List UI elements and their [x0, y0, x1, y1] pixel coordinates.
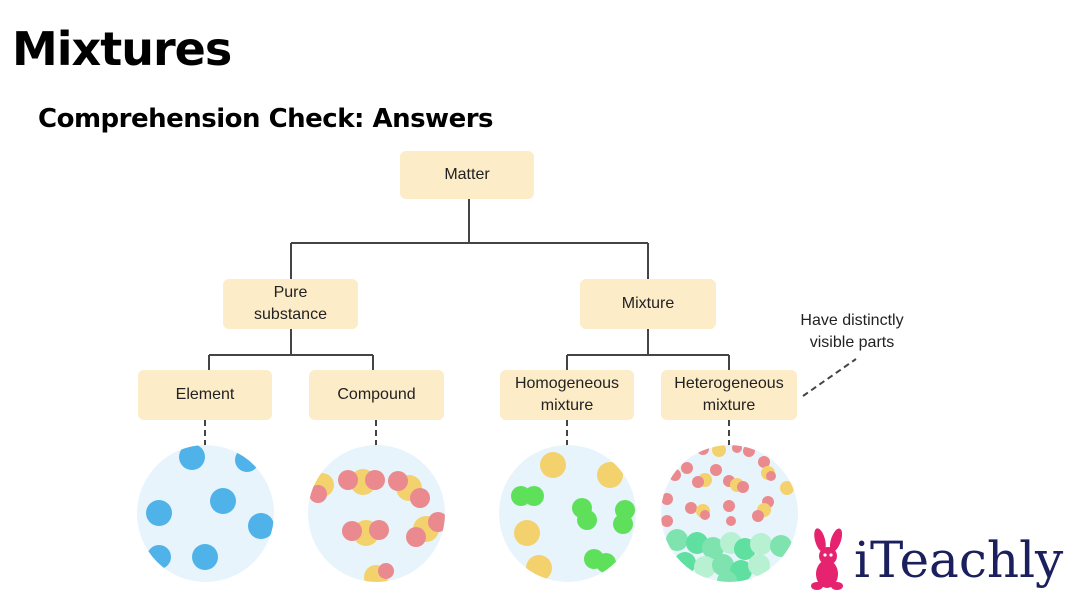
- homogeneous-particle-illustration: [499, 445, 636, 582]
- annotation-visible-parts: Have distinctly visible parts: [800, 312, 904, 351]
- node-heterogeneous-mixture: Heterogeneous mixture: [661, 370, 797, 420]
- node-mixture: Mixture: [580, 279, 716, 329]
- connector-matter: [290, 199, 649, 279]
- node-pure-substance: Pure substance: [223, 279, 358, 329]
- iteachly-logo: iTeachly: [808, 528, 1064, 594]
- page-title: Mixtures: [12, 22, 232, 76]
- node-matter: Matter: [400, 151, 534, 199]
- compound-particle-illustration: [308, 445, 445, 582]
- element-particle-illustration: [137, 445, 274, 582]
- connector-pure-substance: [208, 329, 374, 370]
- logo-wordmark: iTeachly: [854, 531, 1064, 589]
- bunny-icon: [811, 528, 843, 590]
- node-homogeneous-mixture: Homogeneous mixture: [500, 370, 634, 420]
- node-element: Element: [138, 370, 272, 420]
- node-compound: Compound: [309, 370, 444, 420]
- connector-mixture: [566, 329, 730, 370]
- note-pointer: [802, 358, 857, 397]
- page-subtitle: Comprehension Check: Answers: [38, 104, 494, 134]
- heterogeneous-particle-illustration: [661, 445, 798, 582]
